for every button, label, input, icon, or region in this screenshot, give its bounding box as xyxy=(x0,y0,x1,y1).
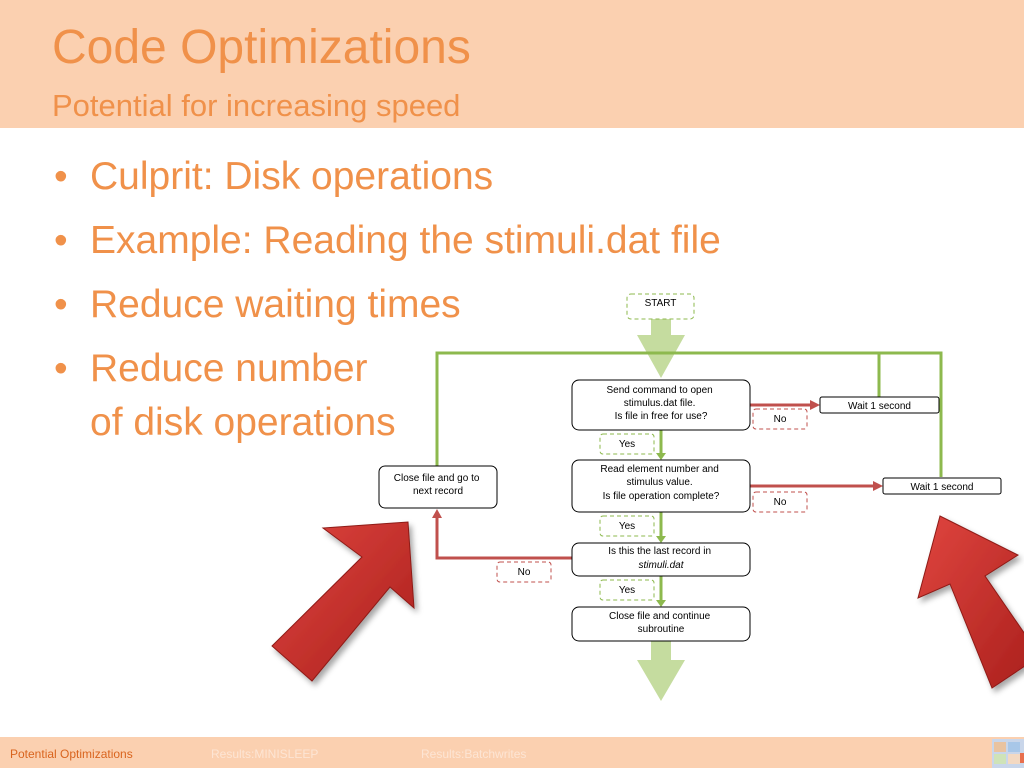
bullet-text: Reduce number xyxy=(90,347,368,390)
wait-box-2 xyxy=(882,477,1002,495)
pointer-arrow-right-icon xyxy=(917,515,1024,689)
no-connector-2-head xyxy=(873,481,883,491)
no-connector-1-head xyxy=(810,400,820,410)
footer-logo-icon xyxy=(992,739,1024,768)
footer-link-potential-optimizations[interactable]: Potential Optimizations xyxy=(10,747,133,761)
svg-text:Close file and continue su: Close file and continue subroutine xyxy=(609,611,713,635)
yes-label-2: Yes xyxy=(619,521,635,532)
box2-line1: Read element number and xyxy=(600,464,718,475)
box3-line2: stimuli.dat xyxy=(638,560,684,571)
start-node xyxy=(626,293,695,320)
bullet-text: Example: Reading the stimuli.dat file xyxy=(90,219,721,262)
box4-line1: Close file and continue xyxy=(609,611,711,622)
connector-1-2-head xyxy=(656,453,666,460)
svg-text:Send command to open stimu: Send command to open stimulus.dat file. … xyxy=(607,385,716,422)
slide-subtitle: Potential for increasing speed xyxy=(52,88,461,123)
close-box-line2: next record xyxy=(413,486,463,497)
no-connector-3-head xyxy=(432,509,442,518)
yes-label-3: Yes xyxy=(619,585,635,596)
no-label-box-2 xyxy=(752,491,808,513)
bullet-text: Culprit: Disk operations xyxy=(90,155,494,198)
bullet-list: • Culprit: Disk operations • Example: Read… xyxy=(52,150,721,460)
bullet-item: • Culprit: Disk operations xyxy=(52,150,721,204)
yes-label-box-1 xyxy=(599,433,655,455)
yes-label-box-3 xyxy=(599,579,655,601)
box1-line3: Is file in free for use? xyxy=(615,411,708,422)
no-label-box-1 xyxy=(752,408,808,430)
wait-box-2-label: Wait 1 second xyxy=(911,482,974,493)
bullet-item: • Reduce waiting times xyxy=(52,278,721,332)
connector-2-3-head xyxy=(656,536,666,543)
close-box-line1: Close file and go to xyxy=(394,473,480,484)
no-label-1: No xyxy=(774,414,787,425)
decision-box-last-record xyxy=(571,542,751,577)
no-label-2: No xyxy=(774,497,787,508)
slide-title: Code Optimizations xyxy=(52,21,471,74)
bullet-item: • Example: Reading the stimuli.dat file xyxy=(52,214,721,268)
no-connector-3 xyxy=(435,516,572,560)
yes-label-box-2 xyxy=(599,515,655,537)
svg-text:Close file and go to next: Close file and go to next record xyxy=(394,473,482,497)
pointer-arrow-left-icon xyxy=(271,521,415,682)
svg-text:Is this the last record in: Is this the last record in stimuli.dat xyxy=(608,546,714,571)
yes-label-1: Yes xyxy=(619,439,635,450)
process-box-read-element xyxy=(571,459,751,513)
box2-line2: stimulus value. xyxy=(627,477,693,488)
box1-line1: Send command to open xyxy=(607,385,713,396)
box4-line2: subroutine xyxy=(638,624,685,635)
flow-entry-arrow xyxy=(637,318,685,378)
footer-bar: Potential Optimizations Results:MINISLEE… xyxy=(0,737,1024,768)
footer-link-results-batchwrites[interactable]: Results:Batchwrites xyxy=(421,747,527,761)
process-box-close-next xyxy=(378,465,498,509)
loop-line-outer xyxy=(435,351,943,477)
footer-link-results-minisleep[interactable]: Results:MINISLEEP xyxy=(211,747,319,761)
flow-exit-arrow xyxy=(637,641,685,701)
box2-line3: Is file operation complete? xyxy=(603,491,720,502)
box1-line2: stimulus.dat file. xyxy=(624,398,696,409)
bullet-dot-icon: • xyxy=(54,219,68,262)
bullet-text: Reduce waiting times xyxy=(90,283,461,326)
bullet-dot-icon: • xyxy=(54,347,68,390)
header-band xyxy=(0,0,1024,128)
process-box-open-file xyxy=(571,379,751,431)
no-label-3: No xyxy=(518,567,531,578)
bullet-text-line2: of disk operations xyxy=(90,401,396,444)
bullet-dot-icon: • xyxy=(54,283,68,326)
process-box-close-continue xyxy=(571,606,751,642)
wait-box-1-label: Wait 1 second xyxy=(848,401,911,412)
bullet-item: • Reduce number of disk operations xyxy=(52,342,721,450)
start-label: START xyxy=(645,298,677,309)
no-label-box-3 xyxy=(496,561,552,583)
svg-text:Read element number and st: Read element number and stimulus value. … xyxy=(600,464,721,502)
bullet-dot-icon: • xyxy=(54,155,68,198)
wait-box-1 xyxy=(819,396,940,414)
connector-3-4-head xyxy=(656,600,666,607)
box3-line1: Is this the last record in xyxy=(608,546,711,557)
